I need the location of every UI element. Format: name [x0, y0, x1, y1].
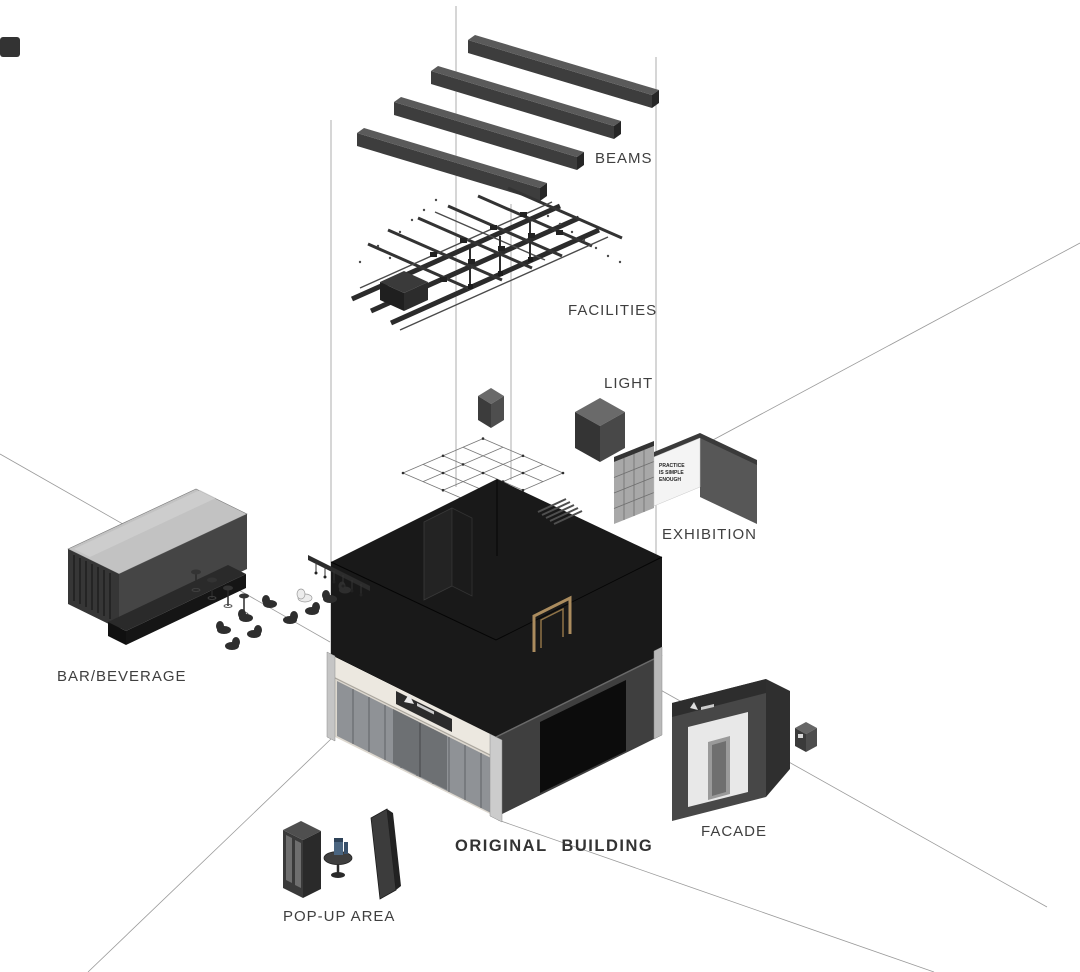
building-right-wall — [495, 654, 663, 817]
guide-diagonal-ne — [656, 242, 1080, 471]
label-beams: BEAMS — [595, 150, 653, 167]
guide-diagonal-sw — [87, 738, 332, 972]
facade-return-wall — [766, 679, 790, 797]
exhibition-top-band — [654, 433, 757, 466]
facade-inner-door-dark — [712, 741, 726, 796]
corner-mark — [0, 37, 20, 57]
popup-cabinet — [283, 821, 321, 898]
popup-wedge-display — [370, 808, 401, 900]
label-exhibition: EXHIBITION — [662, 526, 757, 543]
hanging-rack — [308, 555, 370, 597]
label-facilities: FACILITIES — [568, 302, 657, 319]
facilities-main-pipes — [350, 203, 601, 326]
building-group — [326, 479, 663, 823]
facade-group — [672, 679, 817, 821]
bar-stools — [191, 569, 249, 616]
popup-table — [323, 851, 353, 878]
beam-3 — [394, 97, 584, 170]
beam-2 — [431, 66, 621, 139]
lounge-chairs — [216, 581, 351, 650]
poster-line-3: ENOUGH — [659, 477, 681, 483]
facilities-dots — [358, 198, 622, 264]
facilities-branch-pipes — [367, 186, 623, 291]
building-roof-edges — [330, 479, 663, 641]
light-cube-large — [575, 398, 625, 462]
facilities-drop-ends — [468, 257, 533, 289]
label-light: LIGHT — [604, 375, 653, 392]
beam-1 — [468, 35, 659, 108]
building-stair — [537, 498, 583, 525]
exhibition-grid-panel — [613, 441, 655, 524]
label-original-building: ORIGINAL BUILDING — [455, 837, 653, 855]
light-grid-dots — [401, 437, 565, 492]
exhibition-poster: PRACTICE IS SIMPLE ENOUGH — [653, 437, 701, 507]
light-group — [401, 388, 625, 508]
building-pilasters — [326, 646, 663, 823]
labels-group: BEAMS FACILITIES LIGHT EXHIBITION BAR/BE… — [57, 150, 767, 925]
light-cube-small — [478, 388, 504, 428]
exhibition-group: PRACTICE IS SIMPLE ENOUGH — [613, 433, 757, 524]
poster-line-1: PRACTICE — [659, 463, 685, 469]
poster-line-2: IS SIMPLE — [659, 470, 684, 476]
facilities-fittings — [430, 212, 563, 282]
facilities-drops — [469, 222, 531, 285]
building-interior-mass — [331, 479, 662, 737]
label-facade: FACADE — [701, 823, 767, 840]
label-bar-beverage: BAR/BEVERAGE — [57, 668, 187, 685]
building-interior-walls — [423, 507, 473, 601]
building-left-wall — [330, 655, 497, 817]
popup-group — [283, 808, 401, 900]
beams-group — [357, 35, 659, 201]
facade-logo — [690, 702, 714, 710]
white-chair — [296, 588, 313, 603]
interior-door-frame — [532, 595, 572, 652]
facilities-group — [350, 186, 623, 331]
guide-diagonal-s — [497, 819, 935, 972]
facade-small-box — [795, 722, 817, 752]
bar-counter — [67, 488, 248, 629]
popup-blue-display — [334, 838, 348, 855]
beam-4 — [357, 128, 547, 201]
label-popup-area: POP-UP AREA — [283, 908, 395, 925]
right-wall-opening — [540, 680, 626, 793]
bar-group — [67, 488, 370, 650]
storefront-sign — [396, 691, 452, 732]
exhibition-side-wall — [700, 438, 757, 524]
facilities-unit-box — [380, 271, 428, 311]
bar-counter-ribs — [73, 555, 111, 619]
storefront-glass — [337, 681, 491, 813]
